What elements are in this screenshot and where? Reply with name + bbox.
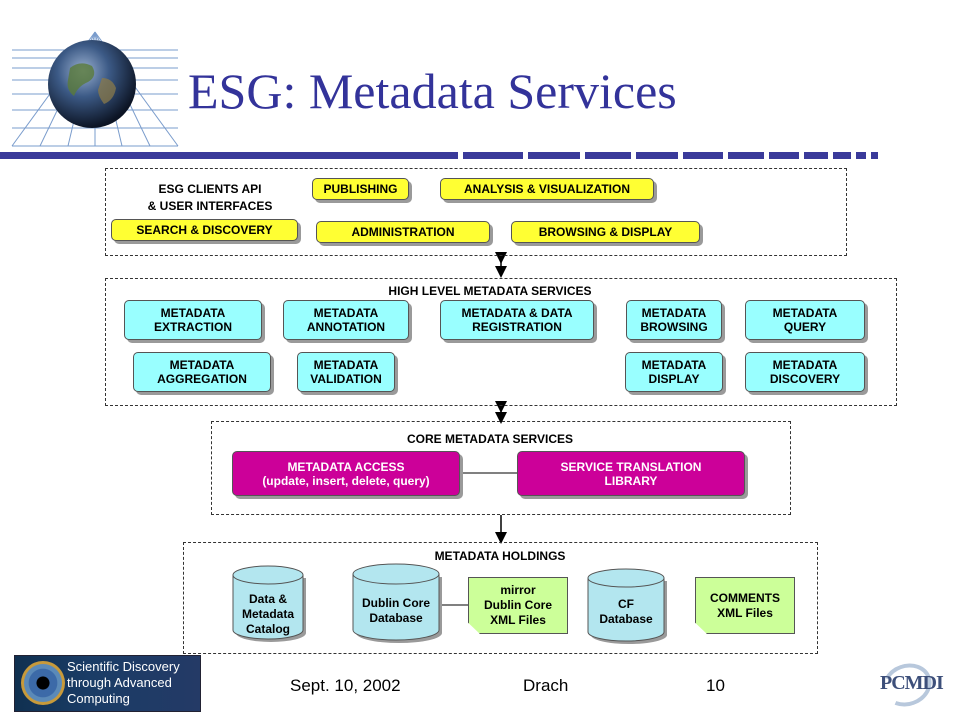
metadata-browsing-button[interactable]: METADATA BROWSING [626, 300, 722, 340]
footer-author: Drach [523, 676, 569, 695]
clients-panel [105, 168, 847, 256]
scidac-logo-text: Scientific Discovery through Advanced Co… [67, 659, 180, 706]
high-level-panel [105, 278, 897, 406]
metadata-aggregation-button[interactable]: METADATA AGGREGATION [133, 352, 271, 392]
globe [48, 40, 136, 128]
data-catalog-cylinder [232, 565, 306, 642]
comments-xml-note: COMMENTS XML Files [695, 577, 795, 634]
metadata-extraction-button[interactable]: METADATA EXTRACTION [124, 300, 262, 340]
analysis-visualization-button[interactable]: ANALYSIS & VISUALIZATION [440, 178, 654, 200]
service-translation-library-button[interactable]: SERVICE TRANSLATION LIBRARY [517, 451, 745, 496]
metadata-display-button[interactable]: METADATA DISPLAY [625, 352, 723, 392]
footer-date: Sept. 10, 2002 [290, 676, 401, 695]
cf-database-label: CF Database [599, 597, 653, 626]
eye-icon [21, 661, 65, 705]
dublin-core-cylinder [352, 563, 442, 643]
scidac-logo: Scientific Discovery through Advanced Co… [14, 655, 201, 712]
clients-panel-label: ESG CLIENTS API & USER INTERFACES [147, 182, 273, 213]
metadata-access-button[interactable]: METADATA ACCESS (update, insert, delete,… [232, 451, 460, 496]
slide-title: ESG: Metadata Services [188, 63, 677, 119]
pcmdi-logo-text: PCMDI [880, 672, 944, 694]
browsing-display-button[interactable]: BROWSING & DISPLAY [511, 221, 700, 243]
data-catalog-label: Data & Metadata Catalog [241, 591, 294, 636]
high-level-panel-label: HIGH LEVEL METADATA SERVICES [388, 284, 592, 298]
metadata-query-button[interactable]: METADATA QUERY [745, 300, 865, 340]
administration-button[interactable]: ADMINISTRATION [316, 221, 490, 243]
metadata-discovery-button[interactable]: METADATA DISCOVERY [745, 352, 865, 392]
pcmdi-logo: PCMDI [876, 656, 944, 714]
search-discovery-button[interactable]: SEARCH & DISCOVERY [111, 219, 298, 241]
cf-database-cylinder [587, 568, 667, 644]
mirror-dublin-core-note: mirror Dublin Core XML Files [468, 577, 568, 634]
dublin-core-database-label: Dublin Core Database [362, 596, 430, 625]
core-panel-label: CORE METADATA SERVICES [406, 432, 573, 446]
publishing-button[interactable]: PUBLISHING [312, 178, 409, 200]
footer-page-number: 10 [706, 676, 725, 695]
metadata-annotation-button[interactable]: METADATA ANNOTATION [283, 300, 409, 340]
holdings-panel-label: METADATA HOLDINGS [434, 549, 566, 563]
holdings-panel [183, 542, 818, 654]
core-panel [211, 421, 791, 515]
globe-logo [11, 31, 179, 147]
metadata-data-registration-button[interactable]: METADATA & DATA REGISTRATION [440, 300, 594, 340]
metadata-validation-button[interactable]: METADATA VALIDATION [297, 352, 395, 392]
